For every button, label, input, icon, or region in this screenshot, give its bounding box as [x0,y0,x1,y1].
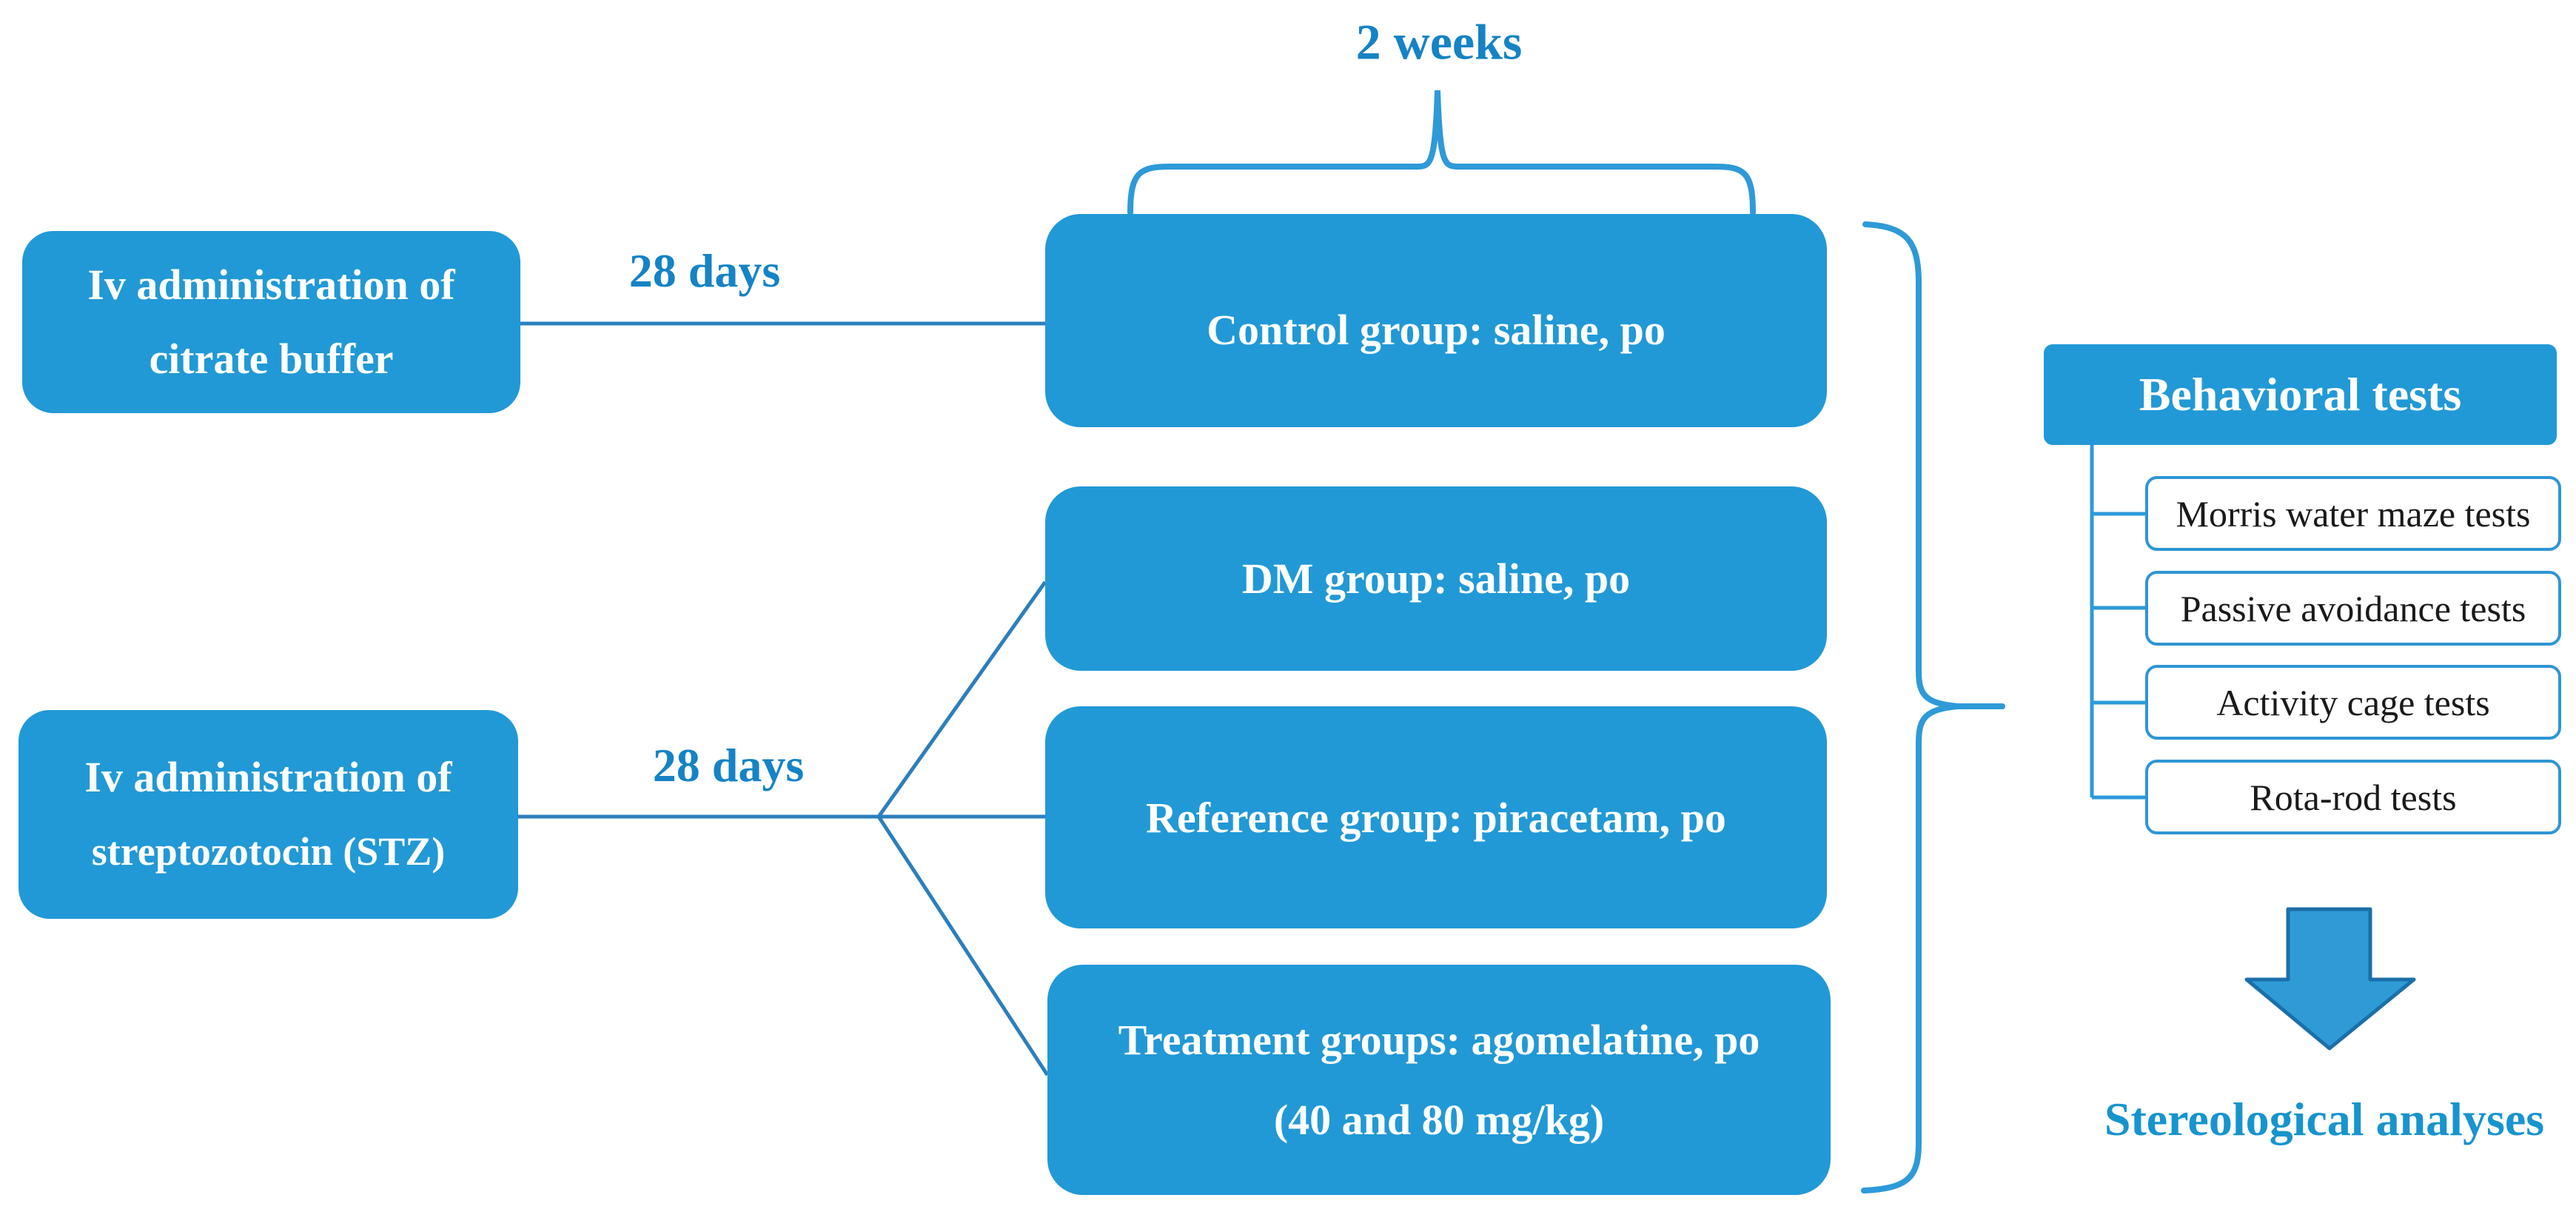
test-box-rota-rod: Rota-rod tests [2145,760,2561,834]
stz-box: Iv administration of streptozotocin (STZ… [19,710,518,919]
test-label-passive-avoidance: Passive avoidance tests [2180,587,2526,629]
treatment-group-line1: Treatment groups: agomelatine, po [1118,1015,1760,1064]
test-box-morris-water-maze: Morris water maze tests [2145,476,2561,551]
test-box-passive-avoidance: Passive avoidance tests [2145,571,2561,646]
dm-group-box: DM group: saline, po [1045,486,1827,671]
test-label-morris-water-maze: Morris water maze tests [2176,492,2531,535]
test-label-activity-cage: Activity cage tests [2216,681,2490,723]
down-arrow-icon [2244,907,2416,1051]
label-stereological-analyses: Stereological analyses [2104,1093,2545,1145]
stz-box-line2: streptozotocin (STZ) [91,829,446,874]
label-2-weeks: 2 weeks [1355,13,1523,70]
right-brace [1861,221,1959,1193]
citrate-buffer-box: Iv administration of citrate buffer [22,231,520,413]
treatment-group-line2: (40 and 80 mg/kg) [1273,1095,1605,1144]
treatment-group-box: Treatment groups: agomelatine, po (40 an… [1047,965,1831,1195]
citrate-box-line2: citrate buffer [149,335,394,383]
stz-box-line1: Iv administration of [84,753,452,801]
connector-fork-to-treatment [876,815,1050,1077]
tests-tree-connector [2090,445,2145,800]
label-28-days-bottom: 28 days [652,739,805,791]
test-label-rota-rod: Rota-rod tests [2250,776,2457,818]
citrate-box-line1: Iv administration of [87,261,455,309]
reference-group-box: Reference group: piracetam, po [1045,706,1827,928]
dm-group-label: DM group: saline, po [1241,555,1631,603]
behavioral-tests-header: Behavioral tests [2044,344,2557,445]
top-brace [1127,90,1756,215]
label-28-days-top: 28 days [628,244,781,297]
connector-fork-to-dm [876,580,1047,818]
behavioral-tests-title: Behavioral tests [2139,368,2462,421]
control-group-box: Control group: saline, po [1045,214,1827,427]
control-group-label: Control group: saline, po [1207,305,1666,354]
test-box-activity-cage: Activity cage tests [2145,665,2561,740]
reference-group-label: Reference group: piracetam, po [1146,793,1726,842]
